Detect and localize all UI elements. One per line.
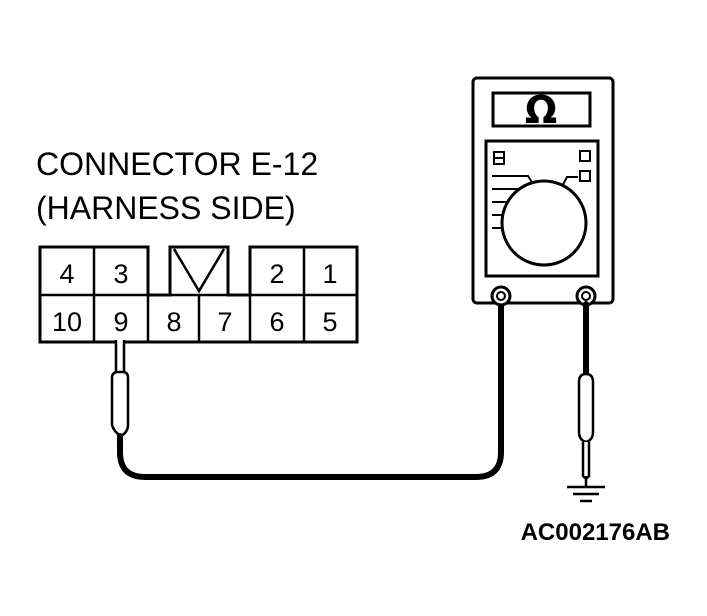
multimeter-display bbox=[491, 91, 592, 128]
pin-7: 7 bbox=[217, 307, 232, 337]
connector-title: CONNECTOR E-12 bbox=[36, 146, 318, 182]
probe-ground bbox=[577, 372, 595, 480]
figure-code: AC002176AB bbox=[521, 519, 670, 546]
multimeter: Ω bbox=[471, 76, 615, 307]
pin-3: 3 bbox=[113, 259, 128, 289]
pin-1: 1 bbox=[322, 259, 337, 289]
probe-pin-9 bbox=[110, 340, 130, 438]
pin-9: 9 bbox=[113, 307, 128, 337]
connector-key-notch bbox=[172, 248, 226, 294]
selector-dial[interactable] bbox=[500, 179, 588, 267]
pin-5: 5 bbox=[322, 307, 337, 337]
ground-icon bbox=[567, 476, 605, 503]
connector-subtitle: (HARNESS SIDE) bbox=[36, 190, 296, 226]
pin-2: 2 bbox=[269, 259, 284, 289]
test-lead-connector bbox=[117, 293, 504, 480]
pin-4: 4 bbox=[59, 259, 74, 289]
pin-6: 6 bbox=[269, 307, 284, 337]
pin-labels: 4 3 2 1 10 9 8 7 6 5 bbox=[52, 259, 338, 337]
pin-8: 8 bbox=[166, 307, 181, 337]
ohm-symbol: Ω bbox=[525, 88, 557, 132]
connector-e12 bbox=[38, 245, 359, 344]
pin-10: 10 bbox=[52, 307, 82, 337]
